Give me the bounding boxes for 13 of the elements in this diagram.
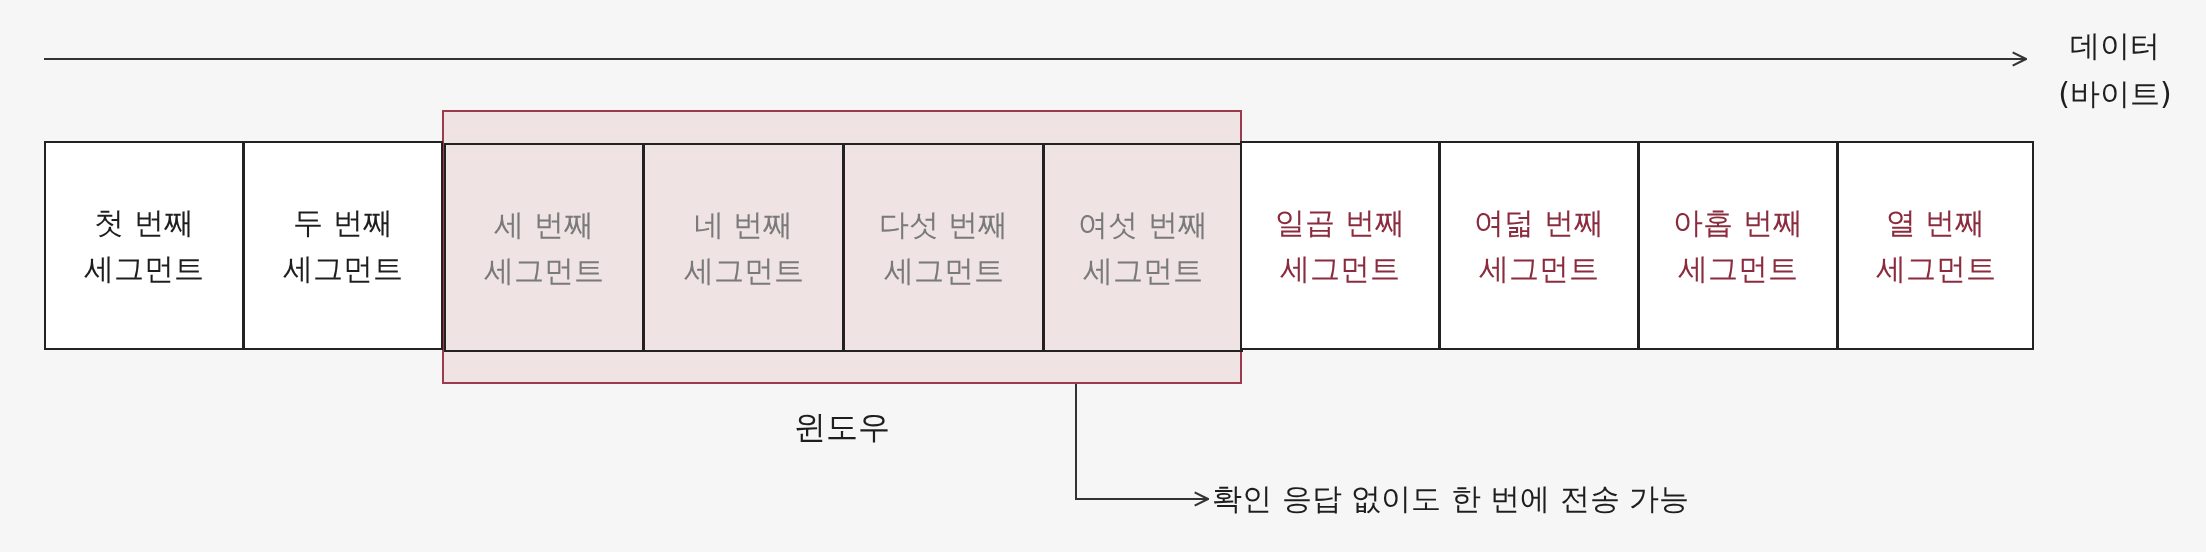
segment-cell: 세 번째 세그먼트 (444, 143, 644, 352)
segment-cell: 네 번째 세그먼트 (643, 143, 844, 352)
axis-label: 데이터 (바이트) (2057, 27, 2173, 113)
segment-cell: 열 번째 세그먼트 (1837, 141, 2034, 350)
segment-cell: 다섯 번째 세그먼트 (843, 143, 1044, 352)
segment-cell: 첫 번째 세그먼트 (44, 141, 244, 350)
segment-cell: 아홉 번째 세그먼트 (1638, 141, 1838, 350)
segment-cell: 두 번째 세그먼트 (243, 141, 443, 350)
segment-cell: 일곱 번째 세그먼트 (1240, 141, 1440, 350)
window-label: 윈도우 (793, 407, 891, 448)
note-text: 확인 응답 없이도 한 번에 전송 가능 (1212, 477, 1690, 521)
segment-cell: 여덟 번째 세그먼트 (1439, 141, 1639, 350)
leader-arrow (1075, 383, 1210, 507)
